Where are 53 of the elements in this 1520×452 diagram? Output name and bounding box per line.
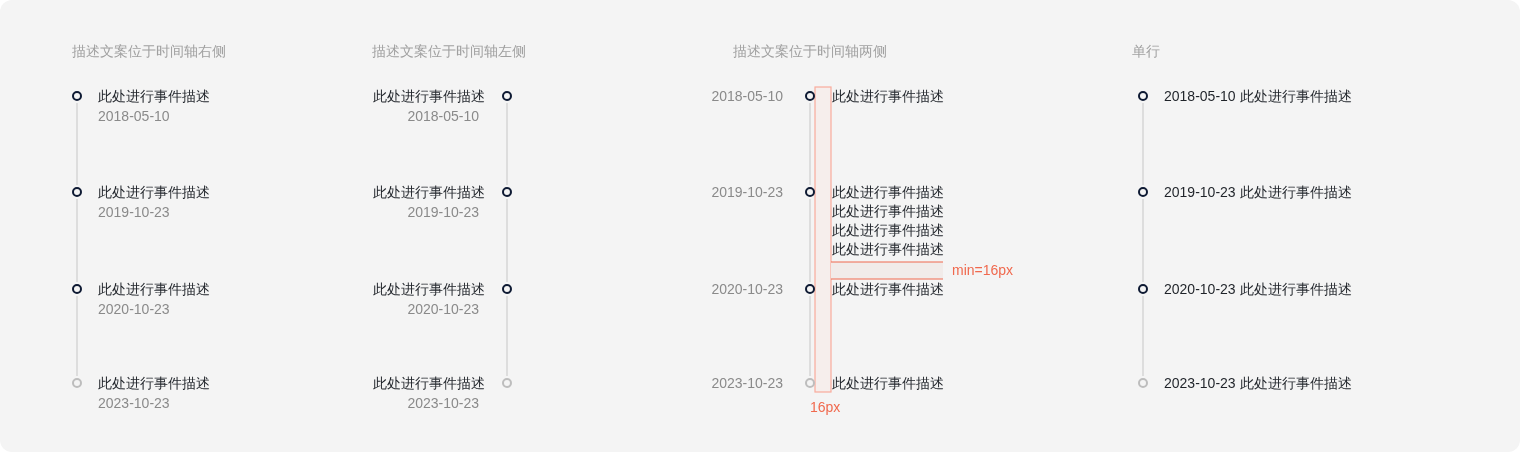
- event-date: 2018-05-10: [407, 108, 479, 124]
- event-description: 此处进行事件描述: [832, 88, 944, 104]
- section-heading: 单行: [1132, 43, 1160, 59]
- event-description: 此处进行事件描述: [373, 375, 485, 391]
- dimension-label: min=16px: [952, 262, 1014, 278]
- event-description: 此处进行事件描述: [373, 88, 485, 104]
- timeline-dot: [72, 378, 82, 388]
- event-date: 2019-10-23: [711, 184, 783, 200]
- event-date: 2023-10-23: [98, 395, 170, 411]
- event-text: 2023-10-23 此处进行事件描述: [1164, 375, 1352, 391]
- event-description: 此处进行事件描述: [832, 222, 944, 238]
- section-heading: 描述文案位于时间轴两侧: [733, 43, 887, 59]
- event-date: 2019-10-23: [407, 204, 479, 220]
- event-description: 此处进行事件描述: [832, 184, 944, 200]
- event-date: 2018-05-10: [98, 108, 170, 124]
- timeline-dot: [805, 378, 815, 388]
- event-description: 此处进行事件描述: [373, 281, 485, 297]
- timeline-dot: [1138, 284, 1148, 294]
- timeline-dot: [1138, 187, 1148, 197]
- event-date: 2020-10-23: [98, 301, 170, 317]
- event-date: 2018-05-10: [711, 88, 783, 104]
- timeline-dot: [805, 91, 815, 101]
- section-heading: 描述文案位于时间轴右侧: [72, 43, 226, 59]
- event-text: 2018-05-10 此处进行事件描述: [1164, 88, 1352, 104]
- event-date: 2020-10-23: [711, 281, 783, 297]
- event-description: 此处进行事件描述: [832, 241, 944, 257]
- event-description: 此处进行事件描述: [98, 375, 210, 391]
- timeline-dot: [1138, 378, 1148, 388]
- event-description: 此处进行事件描述: [373, 184, 485, 200]
- event-date: 2019-10-23: [98, 204, 170, 220]
- timeline-dot: [502, 91, 512, 101]
- timeline-dot: [502, 187, 512, 197]
- event-description: 此处进行事件描述: [832, 281, 944, 297]
- event-description: 此处进行事件描述: [832, 375, 944, 391]
- timeline-dot: [502, 284, 512, 294]
- event-date: 2023-10-23: [711, 375, 783, 391]
- event-description: 此处进行事件描述: [98, 184, 210, 200]
- timeline-dot: [72, 187, 82, 197]
- timeline-dot: [805, 284, 815, 294]
- event-description: 此处进行事件描述: [98, 88, 210, 104]
- timeline-dot: [72, 91, 82, 101]
- event-description: 此处进行事件描述: [98, 281, 210, 297]
- event-date: 2020-10-23: [407, 301, 479, 317]
- timeline-dot: [502, 378, 512, 388]
- event-date: 2023-10-23: [407, 395, 479, 411]
- dimension-label: 16px: [810, 399, 841, 415]
- timeline-dot: [72, 284, 82, 294]
- event-text: 2019-10-23 此处进行事件描述: [1164, 184, 1352, 200]
- timeline-dot: [1138, 91, 1148, 101]
- event-description: 此处进行事件描述: [832, 203, 944, 219]
- event-text: 2020-10-23 此处进行事件描述: [1164, 281, 1352, 297]
- timeline-dot: [805, 187, 815, 197]
- section-heading: 描述文案位于时间轴左侧: [372, 43, 526, 59]
